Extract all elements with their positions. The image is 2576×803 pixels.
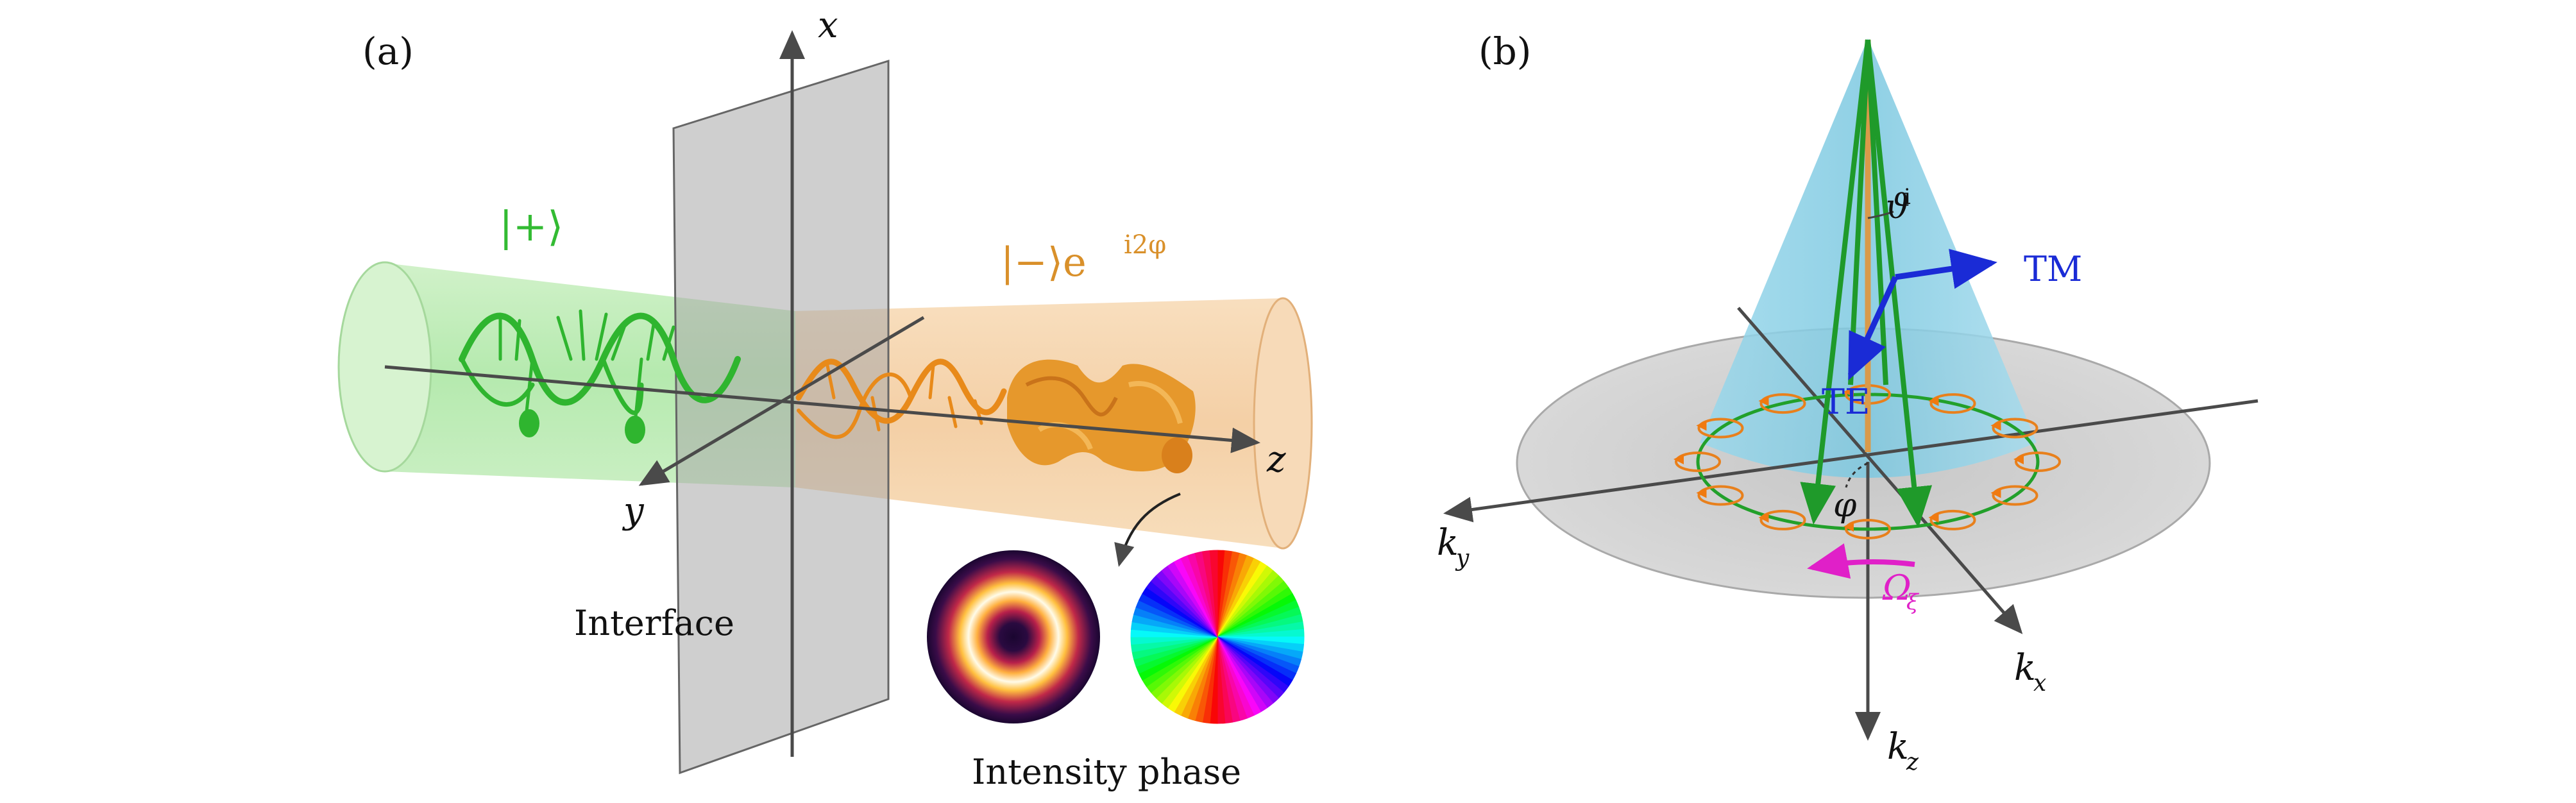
polarization-loop	[1675, 452, 1721, 472]
svg-text:k: k	[1437, 522, 1459, 564]
y-axis-label: y	[622, 490, 645, 532]
panel-a: (a)	[337, 4, 1313, 792]
polarization-loop	[1992, 485, 2038, 506]
polarization-arrowhead	[1758, 396, 1769, 407]
polarization-arrowhead	[1928, 396, 1939, 407]
polarization-loop	[1759, 393, 1806, 414]
intensity-inset	[927, 550, 1100, 723]
kz-axis-label: k z	[1887, 726, 1919, 775]
omega-arrow	[1807, 543, 1915, 579]
tm-vector	[1895, 248, 1997, 289]
svg-text:Ω: Ω	[1882, 568, 1911, 608]
panel-b-label: (b)	[1479, 30, 1531, 73]
kx-axis-line	[1737, 307, 2023, 634]
svg-text:i2φ: i2φ	[1124, 230, 1166, 260]
polarization-arrowhead	[1990, 420, 2001, 431]
ky-axis-label: k y	[1437, 522, 1470, 571]
interface-plane	[672, 59, 890, 775]
polarization-arrowhead	[1674, 454, 1684, 464]
x-axis-label: x	[818, 4, 838, 46]
panel-a-label: (a)	[362, 30, 414, 73]
polarization-arrowhead	[1843, 387, 1854, 397]
te-vector	[1847, 276, 1899, 381]
svg-text:k: k	[1887, 726, 1909, 768]
polarization-loop	[1929, 393, 1976, 414]
svg-text:y: y	[1455, 545, 1470, 571]
output-beam-label: |−⟩e i2φ	[1001, 230, 1166, 285]
polarization-loop	[1845, 519, 1891, 539]
input-beam-label: |+⟩	[499, 203, 563, 251]
polarization-loop	[1697, 485, 1744, 506]
kx-axis-label: k x	[2014, 647, 2046, 697]
svg-text:ϑ: ϑ	[1886, 188, 1910, 226]
panel-b-axes	[1443, 307, 2258, 741]
polarization-loop	[2015, 452, 2061, 472]
polarization-loop	[1697, 418, 1744, 439]
output-field-helix	[795, 359, 1007, 439]
svg-text:i: i	[1904, 184, 1911, 210]
phi-arc	[1845, 462, 1868, 488]
polarization-arrowhead	[1990, 487, 2001, 498]
panel-b: (b) ϑ i T	[1437, 30, 2258, 775]
svg-text:x: x	[2033, 670, 2046, 697]
polarization-arrowhead	[1928, 512, 1939, 523]
phase-inset	[1130, 550, 1305, 724]
y-axis-line	[638, 316, 925, 486]
interface-label: Interface	[574, 603, 734, 643]
polarization-arrowhead	[1843, 521, 1854, 532]
polarization-loops	[1674, 384, 2061, 539]
svg-text:|−⟩e: |−⟩e	[1001, 239, 1087, 285]
output-intensity-surface	[1007, 359, 1196, 473]
polarization-arrowhead	[2013, 454, 2024, 464]
polarization-arrowhead	[1696, 420, 1707, 431]
inset-caption: Intensity phase	[972, 752, 1241, 792]
z-axis-line	[384, 365, 1260, 453]
te-label: TE	[1822, 382, 1870, 422]
svg-text:k: k	[2014, 647, 2036, 689]
z-axis-label: z	[1266, 439, 1286, 480]
svg-text:ξ: ξ	[1906, 589, 1920, 615]
tm-label: TM	[2024, 249, 2082, 289]
phi-label: φ	[1833, 486, 1857, 525]
polarization-arrowhead	[1758, 512, 1769, 523]
omega-label: Ω ξ	[1882, 568, 1920, 615]
ky-axis-line	[1443, 399, 2258, 523]
phase-wedge	[1209, 550, 1218, 638]
polarization-loop	[1992, 418, 2038, 439]
panel-a-axes	[384, 30, 1260, 757]
incident-angle-label: ϑ i	[1867, 184, 1911, 226]
polarization-arrowhead	[1696, 487, 1707, 498]
inset-pointer-arrow	[1114, 493, 1181, 567]
svg-text:z: z	[1906, 749, 1919, 775]
